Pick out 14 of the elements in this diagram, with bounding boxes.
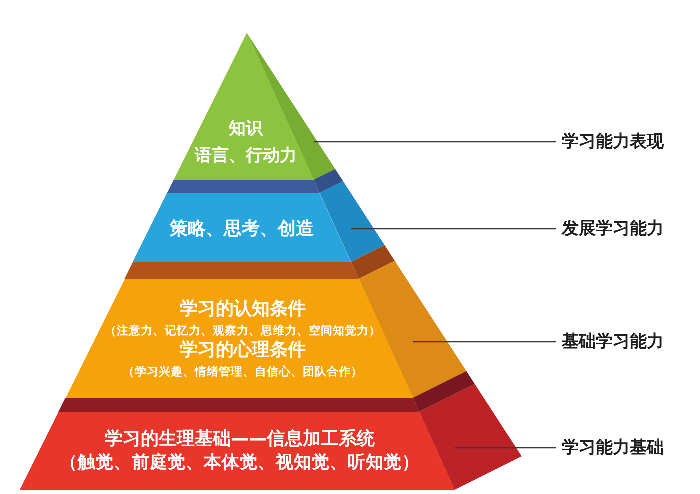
layer-subtext: （触觉、前庭觉、本体觉、视知觉、听知觉）: [60, 452, 420, 474]
level-label: 基础学习能力: [562, 332, 664, 352]
level-label: 发展学习能力: [562, 218, 664, 240]
layer-subtext: 语言、行动力: [194, 147, 297, 167]
layer-heading: 学习的生理基础——信息加工系统: [104, 430, 375, 450]
layer-heading: 策略、思考、创造: [170, 220, 314, 240]
layer-heading: 学习的认知条件: [180, 300, 306, 320]
layer-heading: 学习的心理条件: [180, 340, 306, 362]
level-label: 学习能力表现: [562, 132, 664, 152]
layer-heading: 知识: [228, 120, 263, 140]
layer-subtext: （注意力、记忆力、观察力、思维力、空间知觉力）: [104, 324, 381, 338]
level-label: 学习能力基础: [562, 438, 664, 458]
pyramid-layer: [174, 33, 314, 180]
layer-subtext: （学习兴趣、情绪管理、自信心、团队合作）: [122, 365, 363, 379]
